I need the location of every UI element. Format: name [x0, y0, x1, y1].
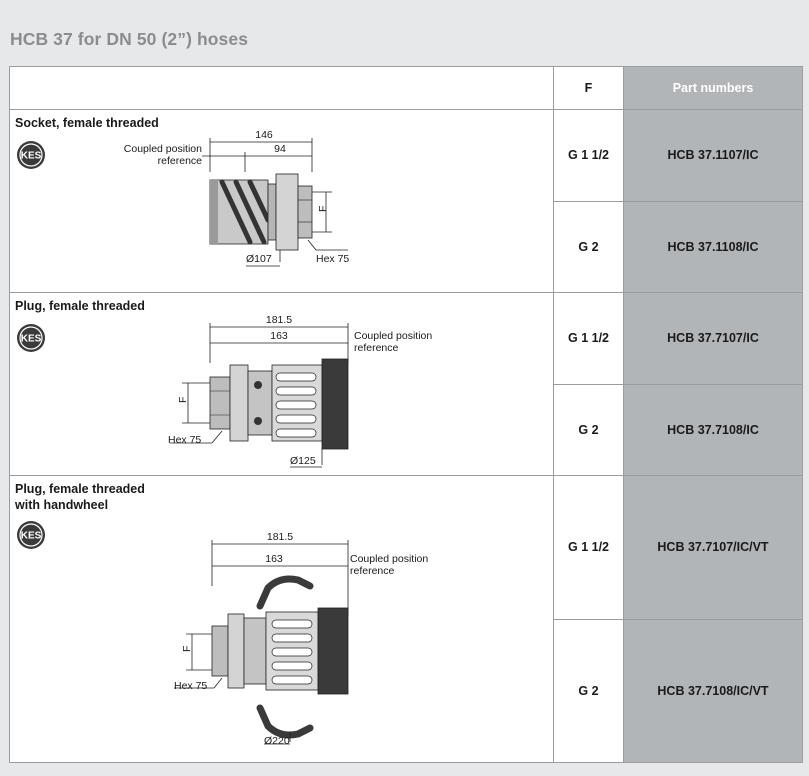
handwheel-title: Plug, female threaded with handwheel	[15, 482, 145, 512]
handwheel-dim-f: F	[181, 646, 193, 652]
table-row: Plug, female threaded KES 181.5	[9, 292, 803, 476]
plug-drawing: 181.5 163 Coupled position reference	[168, 314, 432, 468]
handwheel-coupled-ref: Coupled position	[350, 553, 428, 565]
plug-dim-diameter: Ø125	[290, 455, 316, 467]
socket-f-2: G 2	[553, 200, 624, 293]
spec-table: F Part numbers Socket, female threaded K…	[9, 66, 803, 763]
kes-logo-icon: KES	[17, 141, 45, 169]
handwheel-part-number-1: HCB 37.7107/IC/VT	[623, 475, 803, 620]
socket-dim-total: 146	[255, 129, 273, 141]
header-description	[9, 66, 554, 110]
svg-text:KES: KES	[21, 334, 42, 345]
socket-title: Socket, female threaded	[15, 116, 159, 130]
plug-description-cell: Plug, female threaded KES 181.5	[9, 292, 554, 476]
kes-logo-icon: KES	[17, 324, 45, 352]
socket-drawing: 146 94 Coupled position reference	[124, 129, 349, 267]
plug-title: Plug, female threaded	[15, 299, 145, 313]
plug-dim-f: F	[177, 397, 189, 403]
table-row: G 2 HCB 37.1108/IC	[10, 200, 803, 293]
header-part-numbers: Part numbers	[623, 66, 803, 110]
handwheel-dim-partial: 163	[265, 553, 283, 565]
handwheel-dim-total: 181.5	[267, 531, 293, 543]
table-header-row: F Part numbers	[9, 66, 803, 110]
socket-part-number-1: HCB 37.1107/IC	[623, 109, 803, 202]
handwheel-dim-diameter: Ø220	[264, 735, 290, 747]
socket-coupled-ref-2: reference	[158, 155, 203, 167]
svg-text:KES: KES	[21, 531, 42, 542]
handwheel-description-cell: Plug, female threaded with handwheel KES	[9, 475, 554, 763]
socket-part-number-2: HCB 37.1108/IC	[623, 200, 803, 293]
socket-coupled-ref: Coupled position	[124, 143, 202, 155]
page-title: HCB 37 for DN 50 (2”) hoses	[10, 29, 249, 49]
handwheel-drawing: 181.5 163 Coupled position reference	[174, 531, 428, 747]
socket-dim-diameter: Ø107	[246, 253, 272, 265]
handwheel-f-2: G 2	[553, 618, 624, 763]
header-f: F	[553, 66, 624, 110]
plug-coupled-ref: Coupled position	[354, 330, 432, 342]
plug-dim-hex: Hex 75	[168, 434, 201, 446]
socket-description-cell: Socket, female threaded KES	[9, 109, 554, 293]
handwheel-part-number-2: HCB 37.7108/IC/VT	[623, 618, 803, 763]
handwheel-coupled-ref-2: reference	[350, 565, 395, 577]
table-row: Plug, female threaded with handwheel KES	[9, 475, 803, 763]
table-row: G 2 HCB 37.7108/IC/VT	[10, 618, 803, 763]
plug-dim-partial: 163	[270, 330, 288, 342]
plug-part-number-1: HCB 37.7107/IC	[623, 292, 803, 385]
plug-dim-total: 181.5	[266, 314, 292, 326]
kes-logo-icon: KES	[17, 521, 45, 549]
table-row: Socket, female threaded KES	[9, 109, 803, 293]
socket-dim-f: F	[317, 206, 329, 212]
plug-f-1: G 1 1/2	[553, 292, 624, 385]
socket-dim-partial: 94	[274, 143, 286, 155]
socket-dim-hex: Hex 75	[316, 253, 349, 265]
handwheel-dim-hex: Hex 75	[174, 680, 207, 692]
socket-f-1: G 1 1/2	[553, 109, 624, 202]
svg-text:KES: KES	[21, 151, 42, 162]
handwheel-f-1: G 1 1/2	[553, 475, 624, 620]
plug-f-2: G 2	[553, 383, 624, 476]
table-row: G 2 HCB 37.7108/IC	[10, 383, 803, 476]
plug-part-number-2: HCB 37.7108/IC	[623, 383, 803, 476]
plug-coupled-ref-2: reference	[354, 342, 399, 354]
